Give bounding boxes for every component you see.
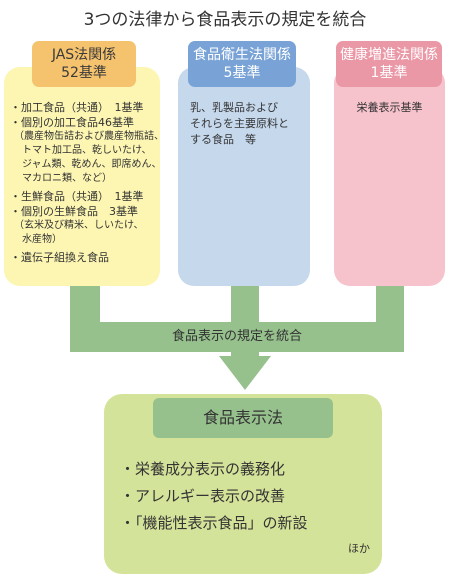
jas-header-name: JAS法関係: [51, 47, 117, 63]
jas-box: [4, 67, 160, 286]
jas-sub-item: ジャム類、乾めん、即席めん、: [22, 159, 162, 170]
result-etc: ほか: [348, 542, 370, 555]
merge-label: 食品表示の規定を統合: [70, 322, 404, 352]
food-sanitation-header-name: 食品衛生法関係: [193, 47, 291, 63]
health-promotion-header: 健康増進法関係 1基準: [336, 41, 442, 87]
jas-item: ・個別の生鮮食品 3基準: [10, 205, 138, 218]
jas-sub-item: （農産物缶詰および農産物瓶詰、: [14, 131, 164, 142]
merge-arrow-shaft: [231, 350, 259, 358]
jas-sub-item: トマト加工品、乾しいたけ、: [22, 145, 152, 156]
health-promotion-text: 栄養表示基準: [356, 101, 423, 114]
result-item: ・栄養成分表示の義務化: [120, 460, 286, 478]
food-sanitation-line: それらを主要原料と: [190, 117, 289, 130]
food-sanitation-box: [178, 67, 310, 286]
jas-header: JAS法関係 52基準: [32, 41, 136, 87]
health-promotion-header-count: 1基準: [370, 65, 408, 81]
jas-item: ・遺伝子組換え食品: [10, 251, 109, 264]
jas-item: ・個別の加工食品46基準: [10, 116, 134, 129]
food-sanitation-line: する食品 等: [190, 133, 256, 146]
jas-header-count: 52基準: [61, 65, 107, 81]
result-item: ・「機能性表示食品」の新設: [120, 514, 308, 532]
result-list: ・栄養成分表示の義務化 ・アレルギー表示の改善 ・「機能性表示食品」の新設: [120, 456, 378, 537]
jas-sub-item: マカロニ類、など）: [22, 173, 112, 184]
food-sanitation-header: 食品衛生法関係 5基準: [188, 41, 296, 87]
merge-arrowhead: [219, 356, 271, 390]
jas-item: ・生鮮食品（共通） 1基準: [10, 190, 144, 203]
food-sanitation-header-count: 5基準: [223, 65, 261, 81]
result-item: ・アレルギー表示の改善: [120, 487, 286, 505]
jas-list: ・加工食品（共通） 1基準 ・個別の加工食品46基準 （農産物缶詰および農産物瓶…: [10, 100, 164, 265]
jas-sub-item: 水産物）: [22, 234, 62, 245]
merge-label-text: 食品表示の規定を統合: [167, 329, 306, 344]
jas-sub-item: （玄米及び精米、しいたけ、: [14, 220, 144, 231]
food-sanitation-line: 乳、乳製品および: [190, 101, 278, 114]
jas-item: ・加工食品（共通） 1基準: [10, 101, 144, 114]
health-promotion-box: [334, 67, 445, 286]
food-sanitation-text: 乳、乳製品および それらを主要原料と する食品 等: [190, 100, 306, 148]
diagram-title: 3つの法律から食品表示の規定を統合: [83, 10, 367, 30]
result-header: 食品表示法: [153, 398, 333, 438]
health-promotion-header-name: 健康増進法関係: [340, 47, 438, 63]
